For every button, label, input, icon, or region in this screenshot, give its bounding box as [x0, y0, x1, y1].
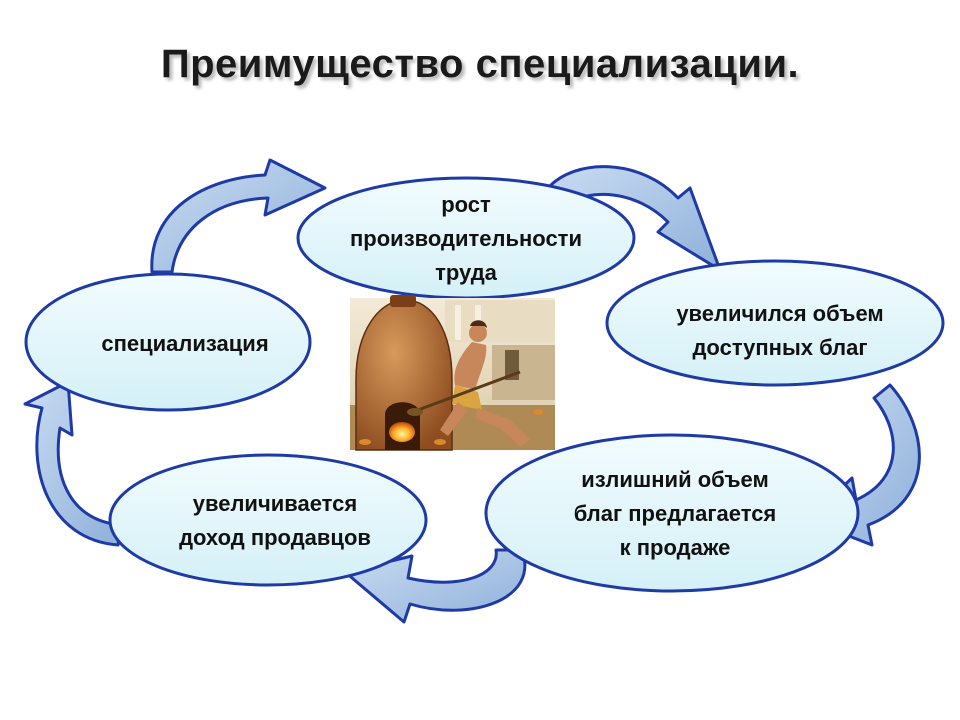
node-surplus [484, 433, 860, 593]
node-productivity-line-3: труда [435, 260, 497, 285]
node-surplus-line-3: к продаже [619, 535, 731, 560]
baker-oven-illustration [350, 295, 555, 451]
node-specialization [24, 272, 312, 412]
arrow-specialization-to-productivity [150, 158, 327, 274]
node-goods [605, 259, 945, 387]
node-specialization-label: специализация [60, 327, 310, 361]
page-title: Преимущество специализации. [160, 42, 800, 86]
node-surplus-line-2: благ предлагается [573, 501, 777, 526]
node-income [108, 453, 428, 587]
node-productivity-line-2: производительности [350, 226, 582, 251]
arrow-surplus-to-income [343, 548, 527, 624]
node-income-line-1: увеличивается [192, 491, 358, 516]
nodes [24, 176, 945, 593]
node-productivity-label: рост производительности труда [316, 188, 616, 290]
node-surplus-line-1: излишний объем [581, 467, 769, 492]
node-income-line-2: доход продавцов [179, 525, 371, 550]
node-goods-label: увеличился объем доступных благ [640, 297, 920, 365]
node-productivity-line-1: рост [441, 192, 491, 217]
node-surplus-label: излишний объем благ предлагается к прода… [530, 463, 820, 565]
node-specialization-line-1: специализация [101, 331, 269, 356]
node-goods-line-2: доступных благ [692, 335, 868, 360]
arrow-income-to-specialization [23, 380, 122, 547]
node-goods-line-1: увеличился объем [676, 301, 884, 326]
node-income-label: увеличивается доход продавцов [140, 487, 410, 555]
